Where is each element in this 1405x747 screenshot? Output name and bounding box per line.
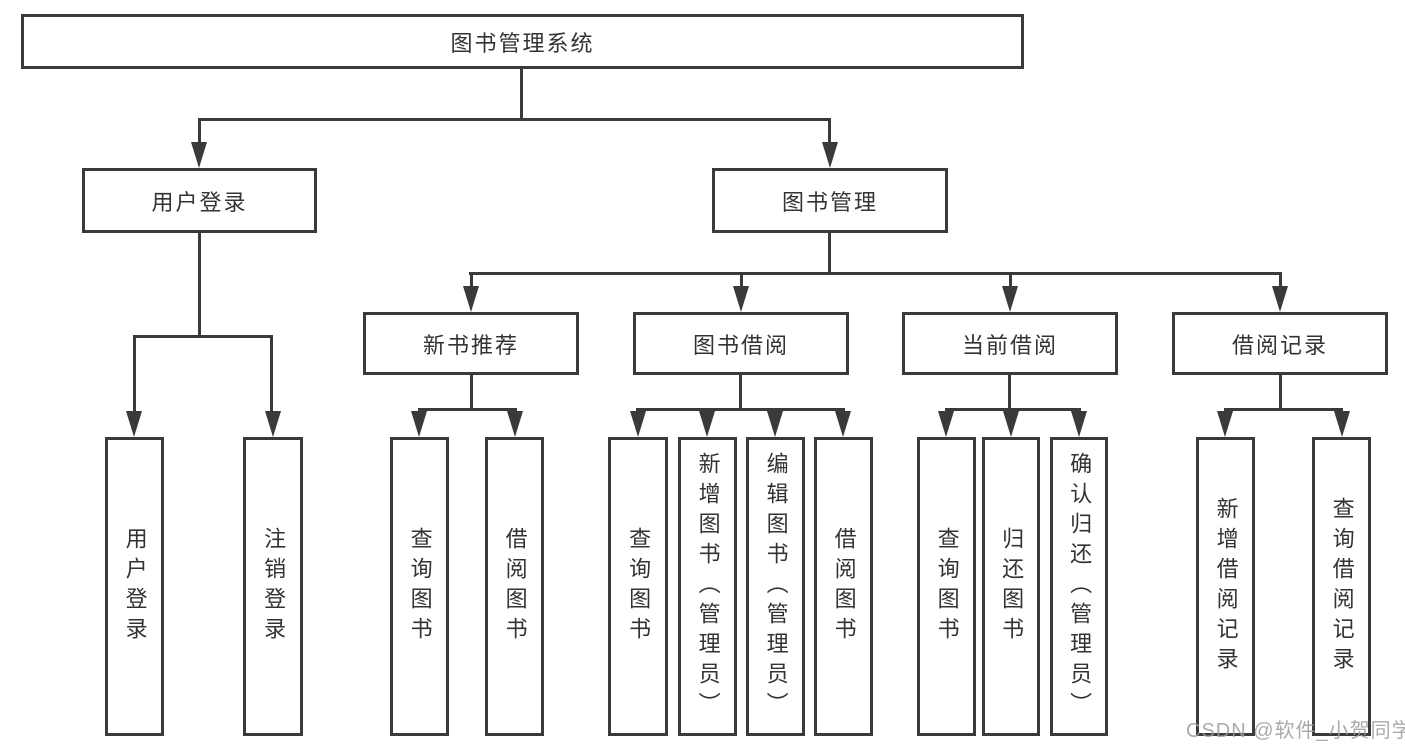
arrow-to-leaf-recommend-borrow xyxy=(507,411,523,437)
connector-book-management-stem xyxy=(828,231,831,272)
leaf-query-borrow-record-label: 查询借阅记录 xyxy=(1329,496,1355,677)
leaf-edit-book-admin-label: 编辑图书（管理员） xyxy=(763,451,789,722)
module-borrow-records-label: 借阅记录 xyxy=(1231,332,1328,358)
leaf-borrow-books-label: 借阅图书 xyxy=(831,526,857,647)
leaf-add-book-admin: 新增图书（管理员） xyxy=(678,437,737,736)
leaf-add-borrow-record-label: 新增借阅记录 xyxy=(1213,496,1239,677)
leaf-add-book-admin-label: 新增图书（管理员） xyxy=(695,451,721,722)
leaf-recommend-borrow-books: 借阅图书 xyxy=(485,437,544,736)
leaf-borrow-query-books-label: 查询图书 xyxy=(626,526,652,647)
module-book-borrow: 图书借阅 xyxy=(633,312,849,375)
leaf-add-borrow-record: 新增借阅记录 xyxy=(1196,437,1255,736)
arrow-to-leaf-recommend-query xyxy=(411,411,427,437)
arrow-to-leaf-current-query xyxy=(938,411,954,437)
module-borrow-records: 借阅记录 xyxy=(1172,312,1388,375)
leaf-user-login-label: 用户登录 xyxy=(122,526,148,647)
connector-drop-module-recommend xyxy=(470,272,473,288)
connector-drop-module-records xyxy=(1279,272,1282,288)
leaf-logout: 注销登录 xyxy=(243,437,303,736)
leaf-user-login: 用户登录 xyxy=(105,437,164,736)
connector-current-stem xyxy=(1008,373,1011,411)
connector-drop-leaf-logout xyxy=(270,335,273,413)
arrow-to-module-borrow xyxy=(733,286,749,312)
leaf-confirm-return-admin-label: 确认归还（管理员） xyxy=(1067,451,1093,722)
module-book-borrow-label: 图书借阅 xyxy=(692,332,789,358)
arrow-to-module-records xyxy=(1272,286,1288,312)
connector-drop-user-login xyxy=(198,118,201,146)
leaf-recommend-query-books: 查询图书 xyxy=(390,437,449,736)
leaf-current-query-books-label: 查询图书 xyxy=(934,526,960,647)
root-node: 图书管理系统 xyxy=(21,14,1024,69)
branch-user-login: 用户登录 xyxy=(82,168,317,233)
module-new-book-recommend-label: 新书推荐 xyxy=(422,332,519,358)
connector-recommend-rail xyxy=(418,408,517,411)
leaf-borrow-books: 借阅图书 xyxy=(814,437,873,736)
module-current-borrow-label: 当前借阅 xyxy=(961,332,1058,358)
connector-drop-leaf-login xyxy=(133,335,136,413)
arrow-to-leaf-borrow-books xyxy=(835,411,851,437)
arrow-to-user-login xyxy=(191,142,207,168)
arrow-to-leaf-logout xyxy=(265,411,281,437)
leaf-recommend-query-books-label: 查询图书 xyxy=(407,526,433,647)
leaf-query-borrow-record: 查询借阅记录 xyxy=(1312,437,1371,736)
arrow-to-book-management xyxy=(822,142,838,168)
branch-user-login-label: 用户登录 xyxy=(151,189,248,215)
leaf-current-query-books: 查询图书 xyxy=(917,437,976,736)
arrow-to-leaf-edit-book xyxy=(767,411,783,437)
arrow-to-leaf-borrow-query xyxy=(630,411,646,437)
arrow-to-module-current xyxy=(1002,286,1018,312)
connector-borrow-rail xyxy=(636,408,845,411)
module-current-borrow: 当前借阅 xyxy=(902,312,1118,375)
leaf-return-books-label: 归还图书 xyxy=(999,526,1025,647)
connector-records-rail xyxy=(1224,408,1343,411)
connector-drop-module-current xyxy=(1009,272,1012,288)
arrow-to-module-recommend xyxy=(463,286,479,312)
csdn-watermark: CSDN @软件_小贺同学 xyxy=(1186,720,1405,742)
arrow-to-leaf-query-record xyxy=(1334,411,1350,437)
connector-root-stem xyxy=(520,67,523,118)
branch-book-management: 图书管理 xyxy=(712,168,948,233)
connector-modules-rail xyxy=(469,272,1282,275)
arrow-to-leaf-add-book xyxy=(699,411,715,437)
arrow-to-leaf-login xyxy=(126,411,142,437)
branch-book-management-label: 图书管理 xyxy=(781,189,878,215)
leaf-borrow-query-books: 查询图书 xyxy=(608,437,668,736)
leaf-logout-label: 注销登录 xyxy=(261,526,287,647)
leaf-recommend-borrow-books-label: 借阅图书 xyxy=(502,526,528,647)
arrow-to-leaf-confirm-return xyxy=(1071,411,1087,437)
connector-drop-book-management xyxy=(828,118,831,146)
root-node-label: 图书管理系统 xyxy=(450,30,595,56)
connector-user-login-stem xyxy=(198,231,201,335)
connector-drop-module-borrow xyxy=(740,272,743,288)
connector-user-login-rail xyxy=(133,335,273,338)
module-new-book-recommend: 新书推荐 xyxy=(363,312,579,375)
leaf-return-books: 归还图书 xyxy=(982,437,1040,736)
arrow-to-leaf-return-books xyxy=(1003,411,1019,437)
connector-root-rail xyxy=(198,118,831,121)
connector-recommend-stem xyxy=(470,373,473,411)
connector-borrow-stem xyxy=(739,373,742,411)
connector-records-stem xyxy=(1279,373,1282,411)
arrow-to-leaf-add-record xyxy=(1217,411,1233,437)
leaf-confirm-return-admin: 确认归还（管理员） xyxy=(1050,437,1108,736)
leaf-edit-book-admin: 编辑图书（管理员） xyxy=(746,437,805,736)
connector-current-rail xyxy=(945,408,1081,411)
